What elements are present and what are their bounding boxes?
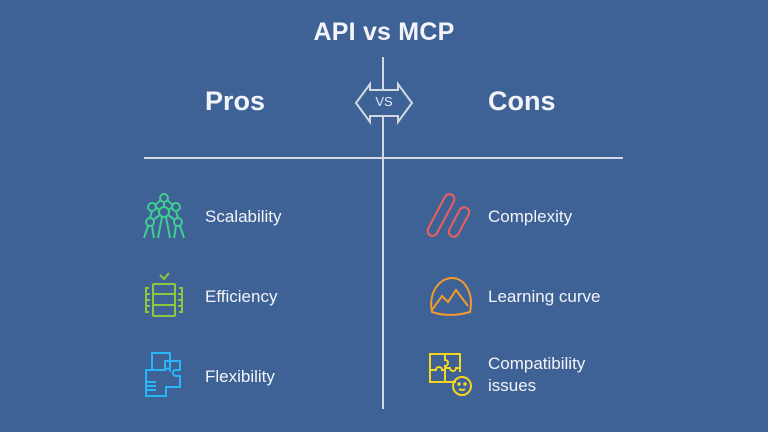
cons-item-complexity: [426, 192, 474, 245]
mountain-icon: [430, 276, 472, 316]
pros-item-scalability: [140, 192, 188, 245]
server-check-icon: [145, 272, 183, 317]
page-title: API vs MCP: [313, 18, 455, 46]
vertical-divider: [382, 57, 384, 409]
capsules-icon: [426, 193, 471, 238]
cons-item-compatibility-issues: [426, 350, 474, 403]
cons-item-learning-curve: [426, 272, 474, 325]
pros-item-efficiency: [140, 272, 188, 325]
cons-label-complexity: Complexity: [488, 207, 573, 226]
cons-label-compatibility-line2: issues: [488, 376, 537, 395]
pros-label-efficiency: Efficiency: [205, 287, 278, 306]
pros-label-scalability: Scalability: [205, 207, 282, 226]
atomium-icon: [143, 193, 185, 239]
cons-label-learning-curve: Learning curve: [488, 287, 601, 306]
vs-arrows-icon: [354, 80, 414, 126]
cons-heading: Cons: [488, 86, 556, 116]
pros-item-flexibility: [140, 352, 188, 405]
pros-label-flexibility: Flexibility: [205, 367, 275, 386]
pros-heading: Pros: [205, 86, 266, 116]
puzzle-face-icon: [429, 353, 472, 396]
cons-label-compatibility-line1: Compatibility: [488, 354, 586, 373]
vs-label: VS: [375, 94, 393, 109]
horizontal-divider: [144, 157, 623, 159]
puzzle-icon: [145, 352, 181, 397]
